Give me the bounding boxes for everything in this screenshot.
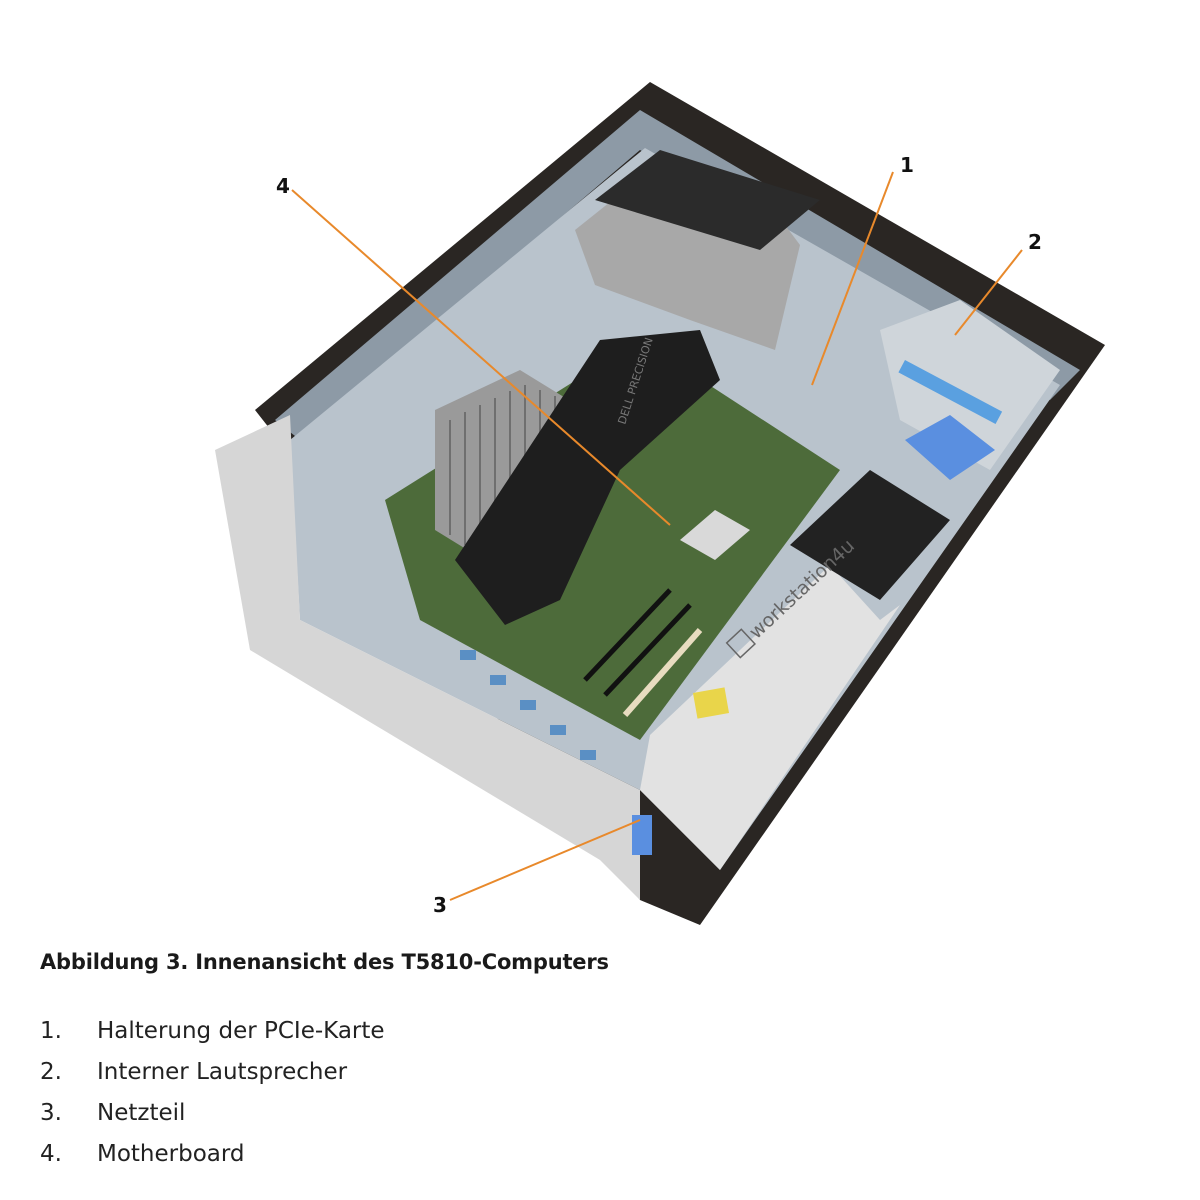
callout-number-2: 2 <box>1028 230 1042 254</box>
io-port <box>460 650 476 660</box>
legend-item-number: 3. <box>40 1099 62 1126</box>
callout-number-1: 1 <box>900 153 914 177</box>
legend-item-text: Interner Lautsprecher <box>97 1058 348 1085</box>
legend-item-text: Motherboard <box>97 1140 245 1167</box>
blue-drive-caddy <box>905 415 995 480</box>
psu-release-latch <box>632 815 652 855</box>
callout-number-4: 4 <box>276 174 290 198</box>
pcie-slot <box>603 603 692 697</box>
io-port <box>490 675 506 685</box>
legend-item: 3. Netzteil <box>40 1092 385 1133</box>
io-port <box>520 700 536 710</box>
legend-item: 4. Motherboard <box>40 1133 385 1174</box>
legend-item-text: Netzteil <box>97 1099 186 1126</box>
callout-leader-1 <box>811 171 894 386</box>
computer-interior-illustration: DELL PRECISION workstation4u 1 2 3 4 <box>215 82 1105 925</box>
legend-list: 1. Halterung der PCIe-Karte 2. Interner … <box>40 1010 385 1174</box>
callout-leader-2 <box>954 249 1023 336</box>
legend-item: 1. Halterung der PCIe-Karte <box>40 1010 385 1051</box>
watermark-box <box>725 628 757 659</box>
callout-leader-3 <box>449 819 641 901</box>
pci-slot <box>622 628 703 717</box>
power-supply <box>640 565 900 870</box>
legend-item-number: 1. <box>40 1017 62 1044</box>
chassis-back-wall <box>275 110 1080 440</box>
legend-item-text: Halterung der PCIe-Karte <box>97 1017 385 1044</box>
figure-caption: Abbildung 3. Innenansicht des T5810-Comp… <box>40 950 609 974</box>
callout-number-3: 3 <box>433 893 447 917</box>
pcie-holder-top <box>595 150 820 250</box>
io-port <box>580 750 596 760</box>
legend-item-number: 2. <box>40 1058 62 1085</box>
air-shroud <box>455 330 720 625</box>
speaker-cable <box>898 360 1003 425</box>
chipset-heatsink <box>680 510 750 560</box>
legend-item: 2. Interner Lautsprecher <box>40 1051 385 1092</box>
psu-fan-housing <box>790 470 950 600</box>
io-port <box>550 725 566 735</box>
legend-item-number: 4. <box>40 1140 62 1167</box>
psu-yellow-sticker <box>692 687 730 719</box>
callout-leader-4 <box>291 189 671 526</box>
drive-bay <box>880 300 1060 470</box>
pcie-slot <box>583 588 672 682</box>
front-panel <box>215 415 640 900</box>
